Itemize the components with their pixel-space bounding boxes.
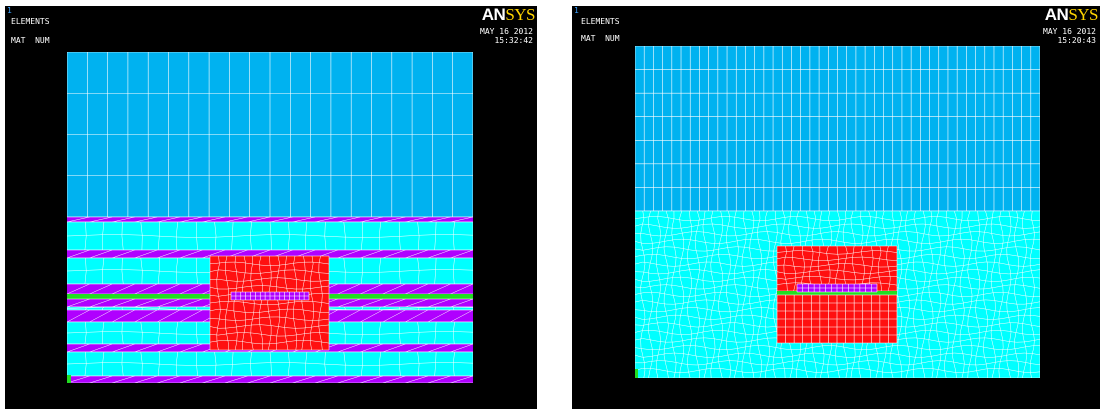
ansys-logo: ANSYS [1044,6,1099,24]
cyan-layer-mesh [67,351,473,377]
green-layer [777,291,897,295]
graphics-window-right[interactable]: 1 ELEMENTS MAT NUM ANSYS MAY 16 2012 15:… [572,6,1100,409]
purple-layer-mesh [67,216,473,223]
red-block [210,256,329,350]
layer-cyan [67,222,473,250]
purple-insert-mesh [230,291,310,301]
corner-marker [635,369,638,378]
display-label: MAT NUM [11,36,50,45]
plot-type-label: ELEMENTS [581,17,620,26]
plot-time: 15:20:43 [1057,36,1096,45]
window-number: 1 [574,6,579,15]
window-number: 1 [7,6,12,15]
timestamp: MAY 16 2012 15:32:42 [480,27,533,45]
purple-insert-mesh [796,283,878,293]
element-mesh-plot [67,52,473,383]
display-label: MAT NUM [581,34,620,43]
red-block-lower-mesh [776,294,898,344]
ansys-logo: ANSYS [481,6,536,24]
blue-region-mesh [67,52,473,218]
plot-type-label: ELEMENTS [11,17,50,26]
layer-purple [67,217,473,222]
purple-layer-mesh [67,375,473,383]
cyan-layer-mesh [67,221,473,251]
layer-cyan [67,352,473,376]
purple-layer-mesh [67,249,473,259]
plot-time: 15:32:42 [494,36,533,45]
red-block-mesh [209,255,330,351]
red-block-upper-mesh [776,245,898,292]
plot-date: MAY 16 2012 [480,27,533,36]
red-block-upper [777,246,897,291]
plot-date: MAY 16 2012 [1043,27,1096,36]
element-mesh-plot [635,46,1040,378]
graphics-window-left[interactable]: 1 ELEMENTS MAT NUM ANSYS MAY 16 2012 15:… [5,6,537,409]
corner-marker [67,375,71,383]
layer-purple [67,250,473,258]
timestamp: MAY 16 2012 15:20:43 [1043,27,1096,45]
layer-purple [67,376,473,383]
blue-region-mesh [635,46,1040,212]
